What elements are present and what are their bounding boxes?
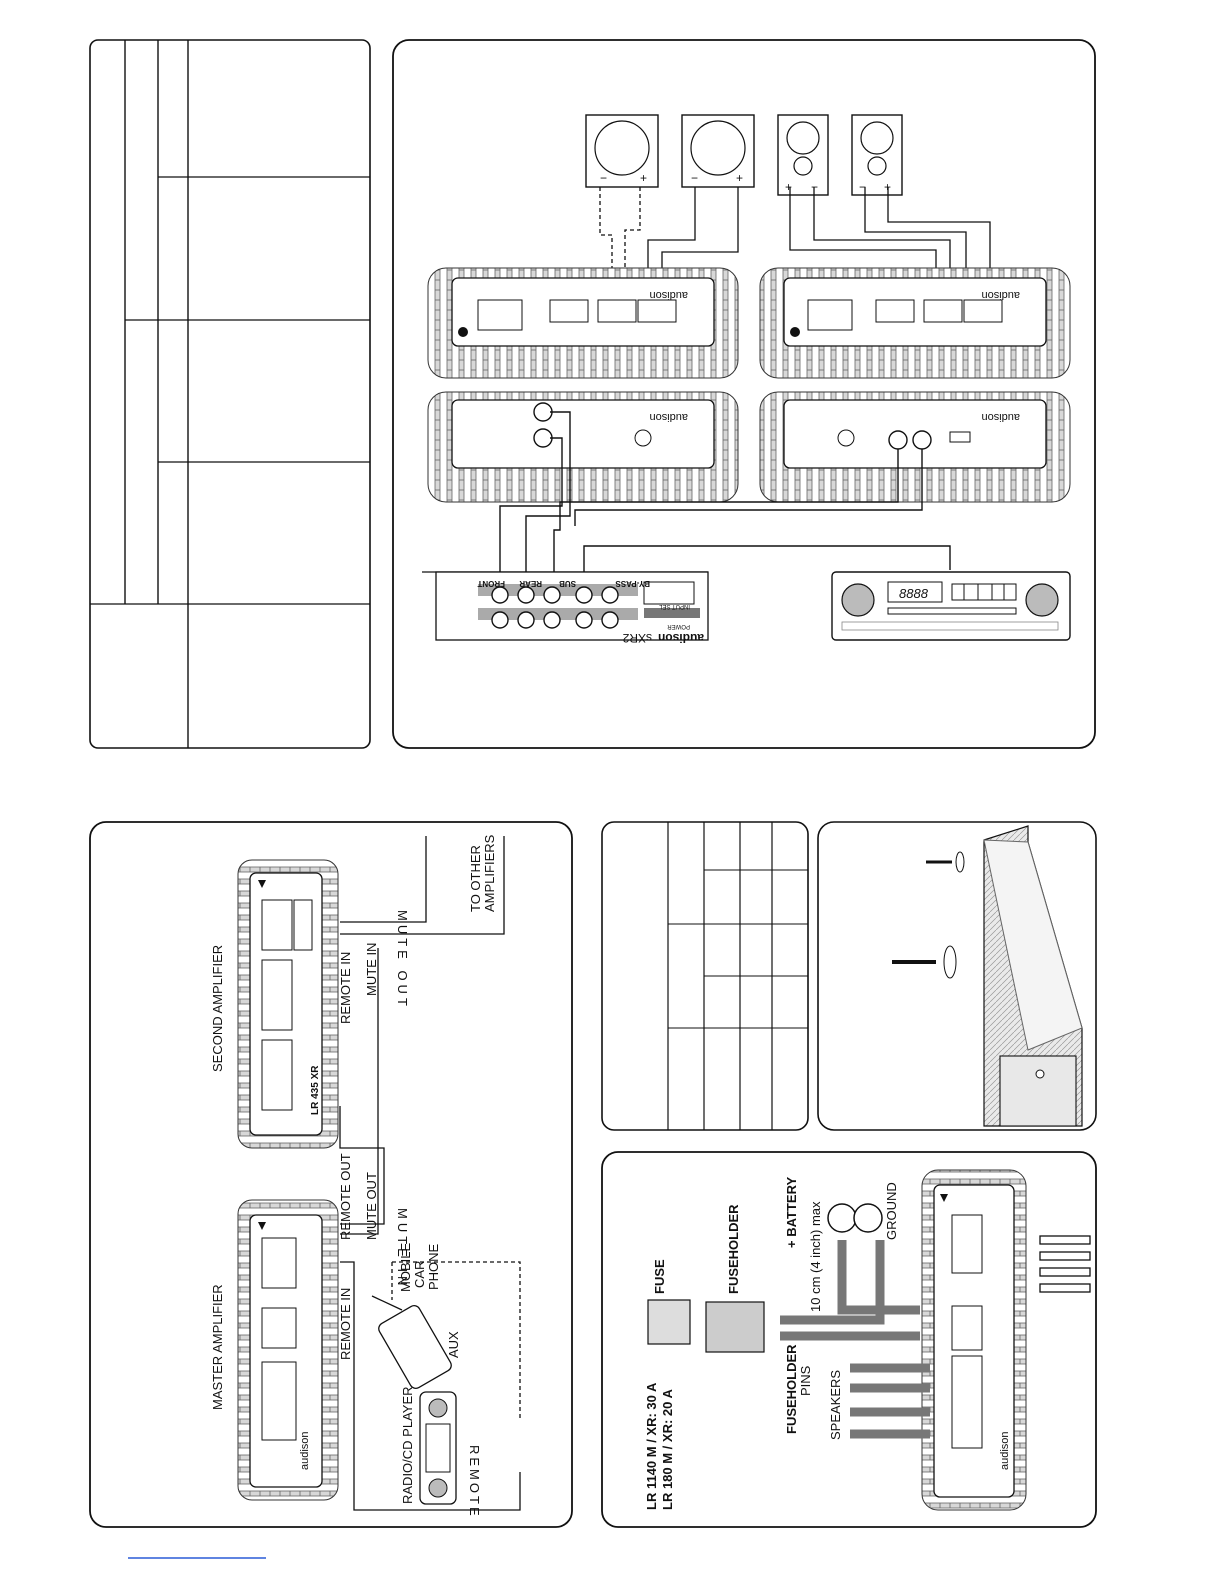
amplifier-left-input-side: audison bbox=[427, 391, 739, 503]
two-way-speaker-2: − + bbox=[851, 114, 903, 196]
mounting-panel bbox=[817, 821, 1097, 1131]
fuse-icon bbox=[647, 1299, 691, 1345]
preamp-sxr2: FRONT REAR SUB BY-PASS POWER INPUT SEL a… bbox=[422, 571, 709, 645]
svg-text:+: + bbox=[736, 171, 743, 185]
fuse-rating-line-1: LR 1140 M / XR: 30 A bbox=[644, 1382, 659, 1510]
svg-text:audison: audison bbox=[981, 289, 1020, 301]
master-amplifier-label: MASTER AMPLIFIER bbox=[210, 1284, 225, 1410]
head-unit: 8888 bbox=[831, 571, 1071, 641]
distance-label: 10 cm (4 inch) max bbox=[808, 1201, 823, 1312]
phone-label: PHONE bbox=[426, 1243, 441, 1290]
fuseholder-pins-label-1: FUSEHOLDER bbox=[784, 1344, 799, 1434]
second-amplifier: LR 435 XR bbox=[237, 859, 339, 1149]
mute-out-vertical: MUTE OUT bbox=[395, 910, 410, 1010]
two-way-speaker-1: + − bbox=[777, 114, 829, 196]
rca-cables bbox=[499, 411, 951, 592]
mobile-label: MOBILE bbox=[398, 1243, 413, 1292]
bottom-small-table bbox=[601, 821, 809, 1131]
svg-text:+: + bbox=[785, 180, 792, 194]
head-unit-display: 8888 bbox=[899, 586, 929, 601]
remote-mute-wires bbox=[339, 836, 521, 1511]
to-other-label-1: TO OTHER bbox=[468, 845, 483, 912]
top-left-table-panel bbox=[89, 39, 371, 749]
svg-text:audison: audison bbox=[649, 289, 688, 301]
radio-cd-label: RADIO/CD PLAYER bbox=[400, 1386, 415, 1504]
system-wiring-panel: − + − + + − − + bbox=[392, 39, 1096, 749]
svg-text:audison: audison bbox=[299, 1431, 311, 1470]
amplifier-left-output-side: audison bbox=[427, 267, 739, 379]
svg-text:REAR: REAR bbox=[519, 579, 542, 588]
ring-terminals bbox=[827, 1203, 883, 1233]
svg-text:POWER: POWER bbox=[667, 623, 690, 629]
mute-out-label: MUTE OUT bbox=[364, 1172, 379, 1240]
master-amplifier: audison bbox=[237, 1199, 339, 1501]
fuse-label: FUSE bbox=[652, 1259, 667, 1294]
radio-cd-player bbox=[419, 1391, 457, 1505]
mobile-phone bbox=[371, 1295, 452, 1389]
subwoofer-speaker-2: − + bbox=[681, 114, 755, 188]
aux-label: AUX bbox=[446, 1331, 461, 1358]
svg-text:+: + bbox=[640, 171, 647, 185]
subwoofer-speaker-1: − + bbox=[585, 114, 659, 188]
fuseholder-icon bbox=[705, 1301, 765, 1353]
remote-vertical-label: REMOTE bbox=[467, 1445, 482, 1519]
rca-plugs bbox=[1039, 1235, 1091, 1293]
fuse-rating-line-2: LR 180 M / XR: 20 A bbox=[660, 1389, 675, 1510]
amplifier-right-input-side: audison bbox=[759, 391, 1071, 503]
mute-in-vertical: MUTE IN bbox=[395, 1208, 410, 1289]
power-amplifier: audison bbox=[921, 1169, 1027, 1511]
remote-out-label: REMOTE OUT bbox=[338, 1153, 353, 1240]
svg-text:audison: audison bbox=[649, 411, 688, 423]
svg-text:BY-PASS: BY-PASS bbox=[615, 579, 650, 588]
svg-text:audison: audison bbox=[981, 411, 1020, 423]
svg-text:audison: audison bbox=[658, 631, 704, 645]
mute-in-label-second: MUTE IN bbox=[364, 943, 379, 996]
svg-text:FRONT: FRONT bbox=[477, 579, 505, 588]
speakers-label: SPEAKERS bbox=[828, 1370, 843, 1440]
car-label: CAR bbox=[412, 1261, 427, 1288]
remote-in-label-master: REMOTE IN bbox=[338, 1288, 353, 1360]
fuseholder-pins-label-2: PINS bbox=[798, 1365, 813, 1396]
fuseholder-label: FUSEHOLDER bbox=[726, 1204, 741, 1294]
power-wiring-panel: audison bbox=[601, 1151, 1097, 1528]
svg-text:audison: audison bbox=[999, 1431, 1011, 1470]
svg-text:−: − bbox=[600, 171, 607, 185]
screw-lower-icon bbox=[892, 945, 957, 979]
svg-text:INPUT SEL: INPUT SEL bbox=[658, 603, 690, 609]
screw-upper-icon bbox=[926, 851, 965, 873]
svg-text:SUB: SUB bbox=[559, 579, 576, 588]
svg-text:−: − bbox=[859, 180, 866, 194]
speaker-wires bbox=[599, 187, 991, 298]
svg-text:−: − bbox=[691, 171, 698, 185]
svg-text:sXR2: sXR2 bbox=[622, 631, 652, 645]
second-amplifier-label: SECOND AMPLIFIER bbox=[210, 945, 225, 1072]
remote-in-label-second: REMOTE IN bbox=[338, 952, 353, 1024]
to-other-label-2: AMPLIFIERS bbox=[482, 834, 497, 912]
amplifier-right-output-side: audison bbox=[759, 267, 1071, 379]
battery-label: + BATTERY bbox=[784, 1177, 799, 1248]
ground-label: GROUND bbox=[884, 1182, 899, 1240]
speaker-cables bbox=[850, 1363, 930, 1439]
power-cables bbox=[780, 1240, 920, 1341]
remote-mute-panel: audison MASTER AMPLIFIER LR 435 XR SECON… bbox=[89, 821, 573, 1528]
svg-text:LR 435 XR: LR 435 XR bbox=[310, 1065, 321, 1115]
